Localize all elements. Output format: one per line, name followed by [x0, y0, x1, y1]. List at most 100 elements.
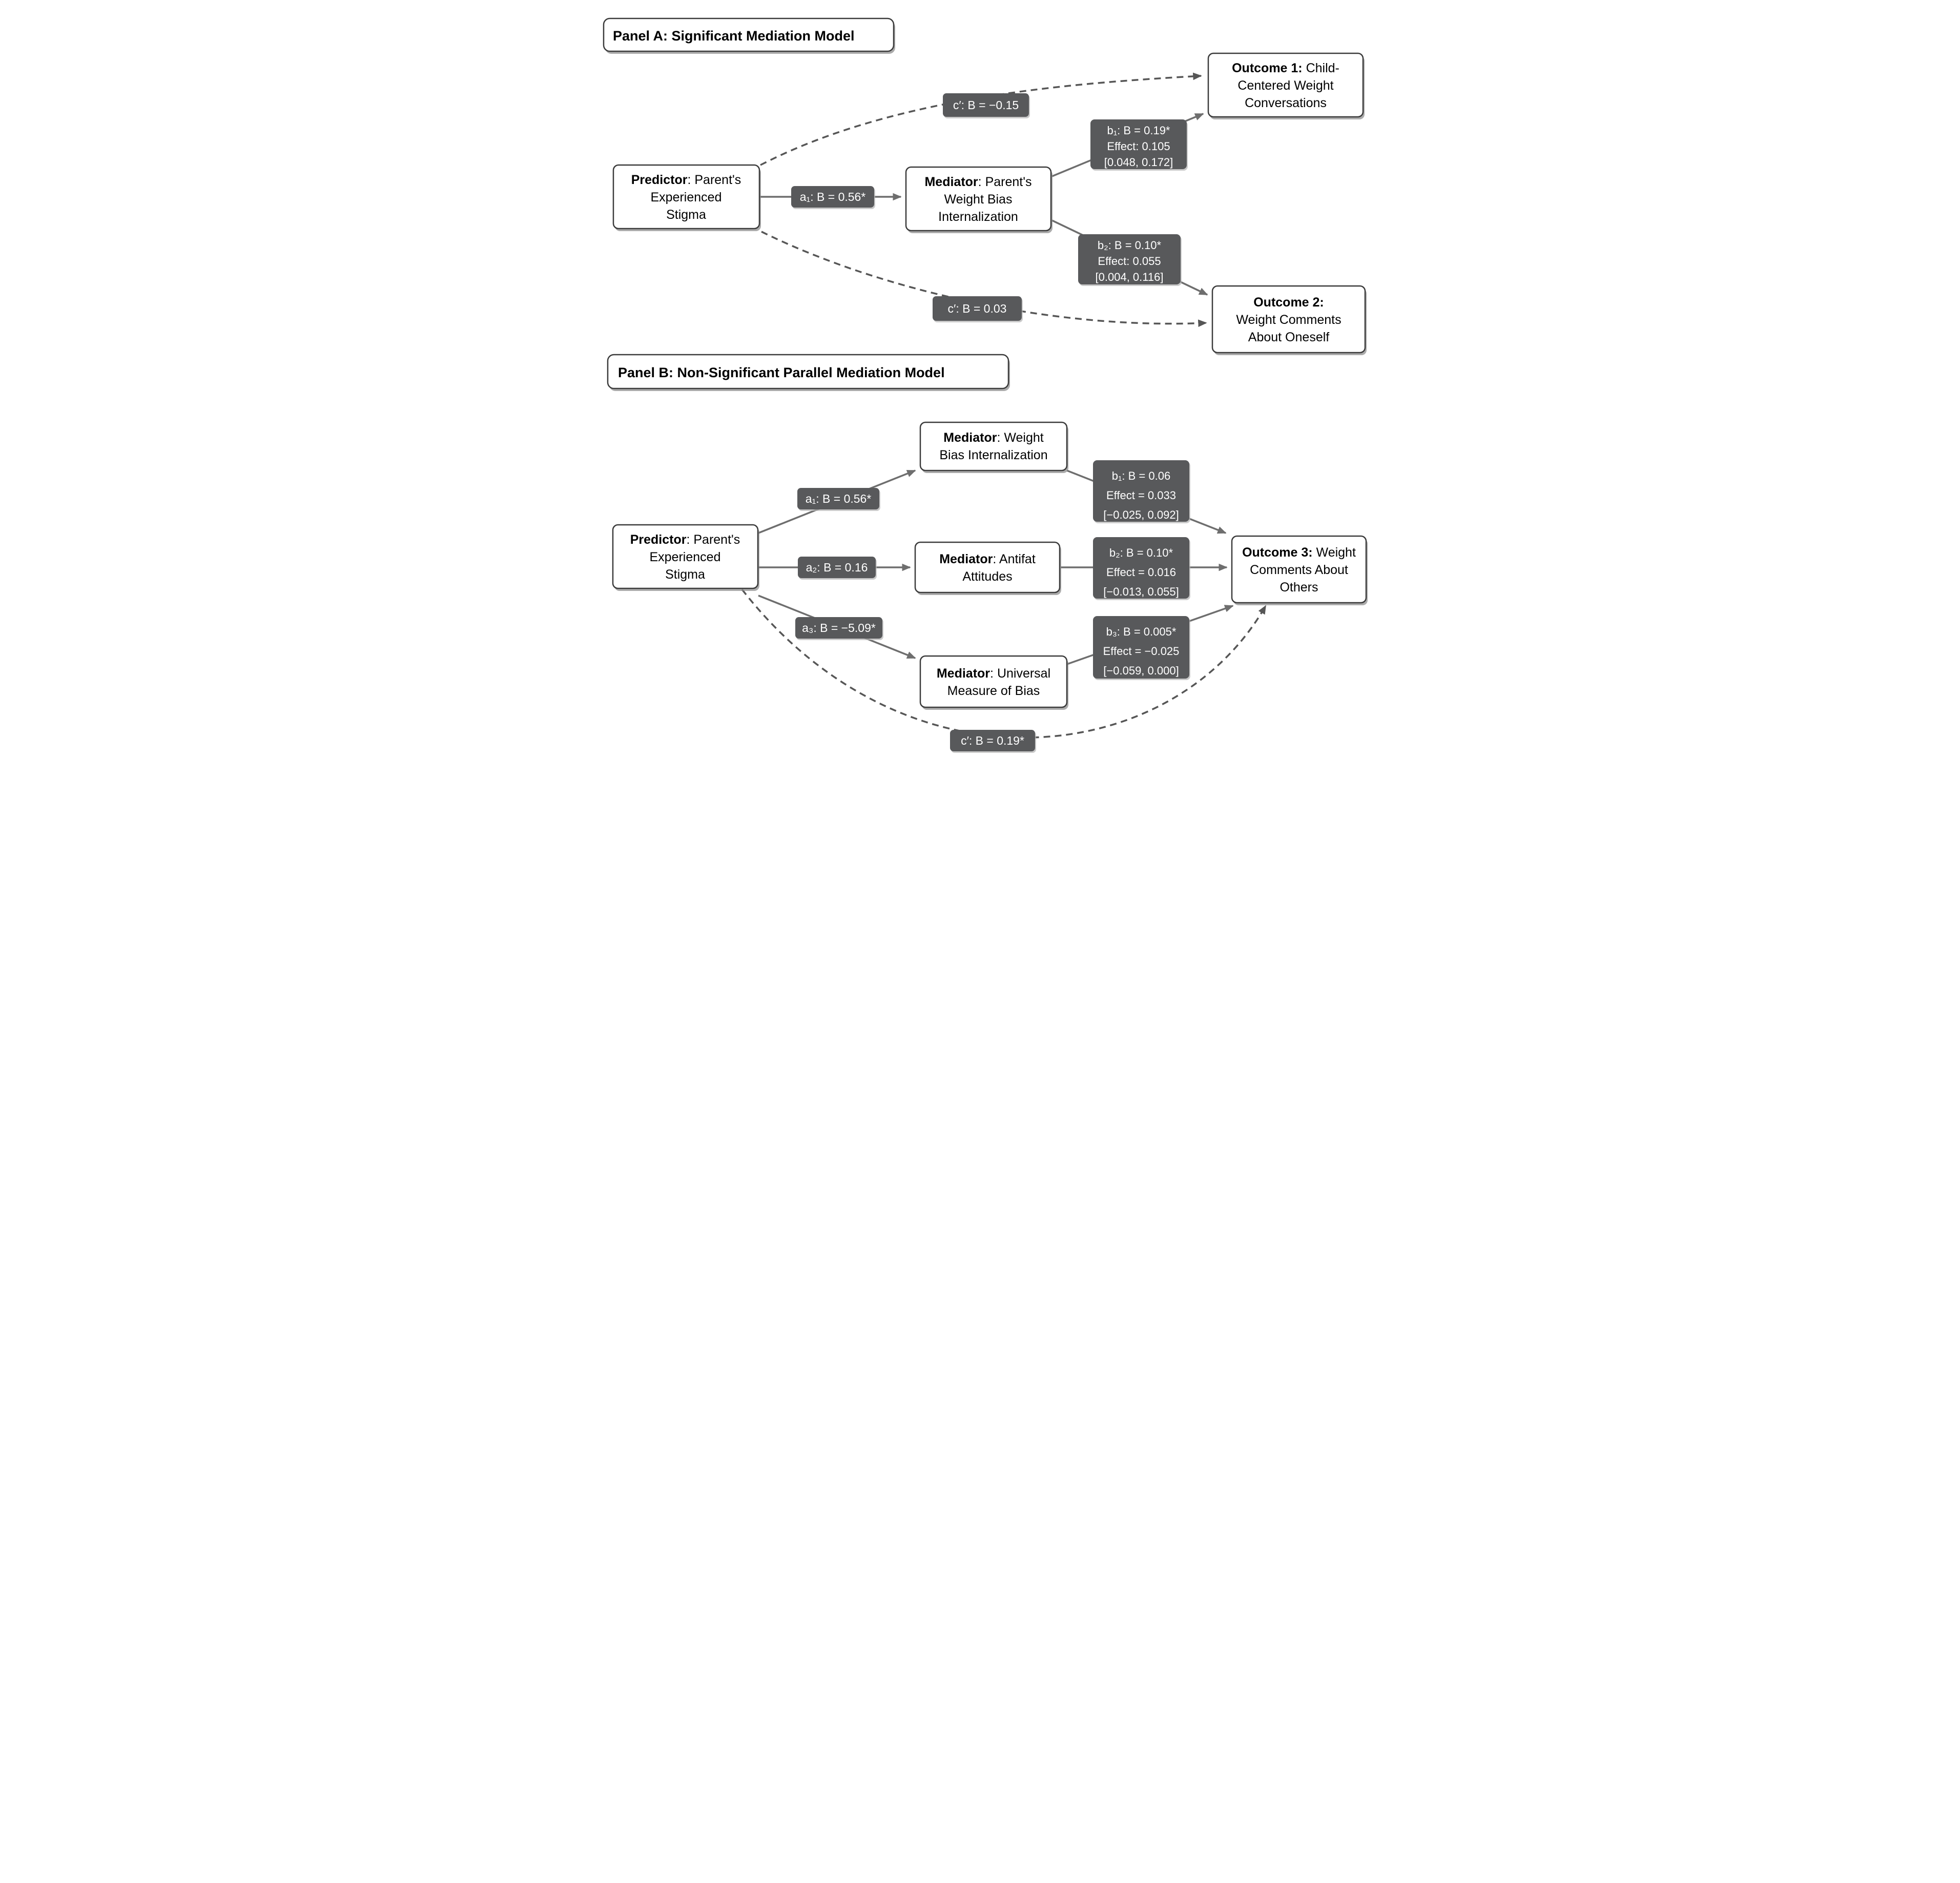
panel-b-title-box	[607, 354, 1009, 390]
panel-a-title-text: Panel A: Significant Mediation Model	[613, 28, 855, 44]
node-predictor-a: Predictor: Parent's Experienced Stigma	[612, 164, 761, 231]
panel-b-title: Panel B: Non-Significant Parallel Mediat…	[607, 354, 1010, 391]
edge-label-text: b₃: B = 0.005*	[1106, 625, 1176, 638]
node-label-rest: : Weight	[997, 431, 1043, 445]
edge-label-text: a₃: B = −5.09*	[802, 621, 876, 635]
edge-label-text: c′: B = 0.19*	[961, 734, 1024, 747]
edge-label-box	[1092, 460, 1189, 522]
node-box	[612, 164, 760, 230]
node-line: Mediator: Weight	[943, 431, 1043, 445]
edge-label-a1-b: a₁: B = 0.56*	[797, 488, 880, 511]
edge-label-box	[1092, 537, 1189, 599]
node-mediator1-b: Mediator: Weight Bias Internalization	[919, 421, 1068, 473]
edge-label-cprime-bottom-a: c′: B = 0.03	[932, 296, 1023, 322]
node-label-bold: Mediator	[924, 175, 978, 189]
node-label-rest: Child-	[1302, 61, 1339, 75]
figure-container: Panel A: Significant Mediation Model Pre…	[588, 0, 1372, 753]
edge-label-text: c′: B = −0.15	[953, 98, 1018, 112]
edge-label-box	[942, 93, 1029, 117]
node-box	[919, 421, 1067, 472]
node-line: Experienced	[649, 550, 720, 564]
node-outcome1-a: Outcome 1: Child- Centered Weight Conver…	[1207, 52, 1365, 119]
node-label-rest: : Parent's	[686, 533, 740, 547]
edge-label-text: a₂: B = 0.16	[806, 561, 868, 574]
edge-label-box	[932, 296, 1022, 321]
mediation-diagram: Panel A: Significant Mediation Model Pre…	[603, 17, 1368, 753]
node-outcome3-b: Outcome 3: Weight Comments About Others	[1231, 535, 1368, 605]
edge-label-text: [0.004, 0.116]	[1095, 271, 1163, 283]
node-label-rest: Weight	[1312, 545, 1355, 560]
node-line: Attitudes	[962, 569, 1012, 584]
node-mediator2-b: Mediator: Antifat Attitudes	[914, 541, 1061, 595]
node-label-bold: Predictor	[630, 533, 686, 547]
node-line: Weight Comments	[1236, 313, 1341, 327]
edge-label-text: Effect: 0.105	[1107, 140, 1170, 153]
node-box	[919, 655, 1067, 708]
edge-label-a2-b: a₂: B = 0.16	[797, 557, 877, 580]
edge-label-box	[1092, 616, 1189, 679]
path-cprime-top-arrow-a	[759, 72, 1202, 166]
edge-label-text: [0.048, 0.172]	[1104, 156, 1173, 169]
edge-label-a3-b: a₃: B = −5.09*	[795, 617, 883, 640]
edge-label-text: [−0.013, 0.055]	[1103, 585, 1179, 598]
node-line: Measure of Bias	[947, 684, 1040, 698]
node-outcome2-a: Outcome 2: Weight Comments About Oneself	[1211, 285, 1367, 355]
edge-label-text: Effect = 0.016	[1106, 566, 1176, 579]
panel-a: Panel A: Significant Mediation Model Pre…	[603, 17, 1367, 355]
panel-a-title-box	[603, 17, 894, 52]
edge-label-text: a₁: B = 0.56*	[799, 190, 865, 203]
edge-label-text: [−0.059, 0.000]	[1103, 664, 1179, 677]
node-line: Mediator: Parent's	[924, 175, 1031, 189]
node-line: Internalization	[938, 210, 1018, 224]
node-label-bold: Predictor	[631, 173, 687, 187]
node-line: Bias Internalization	[939, 448, 1047, 462]
node-label-bold: Mediator	[939, 552, 993, 566]
node-line: Stigma	[665, 567, 705, 582]
node-label-bold: Outcome 3:	[1242, 545, 1313, 560]
node-line: Others	[1280, 580, 1318, 595]
panel-b: Panel B: Non-Significant Parallel Mediat…	[607, 354, 1368, 753]
node-line: Mediator: Universal	[936, 666, 1050, 681]
node-line: Experienced	[650, 190, 721, 204]
edge-label-text: b₂: B = 0.10*	[1097, 239, 1161, 252]
edge-label-box	[795, 617, 882, 639]
node-mediator-a: Mediator: Parent's Weight Bias Internali…	[905, 166, 1053, 233]
node-line: Centered Weight	[1237, 78, 1333, 93]
edge-label-box	[1090, 119, 1187, 169]
path-cprime-arrow-b	[741, 588, 1267, 739]
panel-a-title: Panel A: Significant Mediation Model	[603, 17, 895, 54]
node-line: Outcome 3: Weight	[1242, 545, 1356, 560]
node-label-rest: : Parent's	[687, 173, 741, 187]
node-label-rest: : Universal	[990, 666, 1050, 681]
edge-label-text: b₂: B = 0.10*	[1109, 546, 1173, 559]
node-line: About Oneself	[1248, 330, 1329, 344]
node-box	[1231, 535, 1367, 604]
edge-label-box	[791, 186, 874, 208]
node-box	[914, 541, 1060, 593]
edge-label-text: c′: B = 0.03	[947, 302, 1006, 315]
node-line: Mediator: Antifat	[939, 552, 1036, 566]
edge-label-b1-a: b₁: B = 0.19* Effect: 0.105 [0.048, 0.17…	[1090, 119, 1188, 171]
node-label-bold: Mediator	[936, 666, 989, 681]
node-box	[1211, 285, 1366, 354]
node-predictor-b: Predictor: Parent's Experienced Stigma	[612, 524, 759, 591]
edge-label-b2-b: b₂: B = 0.10* Effect = 0.016 [−0.013, 0.…	[1092, 537, 1190, 600]
node-label-rest: : Antifat	[993, 552, 1035, 566]
edge-label-text: a₁: B = 0.56*	[805, 492, 871, 505]
edge-label-text: b₁: B = 0.19*	[1107, 124, 1170, 137]
edge-label-b2-a: b₂: B = 0.10* Effect: 0.055 [0.004, 0.11…	[1078, 234, 1182, 286]
node-label-bold: Outcome 1:	[1232, 61, 1303, 75]
node-line: Outcome 2:	[1253, 295, 1324, 310]
node-line: Stigma	[666, 208, 706, 222]
node-line: Weight Bias	[944, 192, 1012, 207]
edge-label-text: [−0.025, 0.092]	[1103, 508, 1179, 521]
node-line: Outcome 1: Child-	[1232, 61, 1339, 75]
node-line: Predictor: Parent's	[630, 533, 740, 547]
node-line: Predictor: Parent's	[631, 173, 741, 187]
edge-label-cprime-b: c′: B = 0.19*	[950, 730, 1036, 753]
edge-label-text: Effect = 0.033	[1106, 489, 1176, 502]
edge-label-b1-b: b₁: B = 0.06 Effect = 0.033 [−0.025, 0.0…	[1092, 460, 1190, 523]
edge-label-box	[797, 557, 876, 578]
node-label-bold: Outcome 2:	[1253, 295, 1324, 310]
node-box	[612, 524, 758, 589]
